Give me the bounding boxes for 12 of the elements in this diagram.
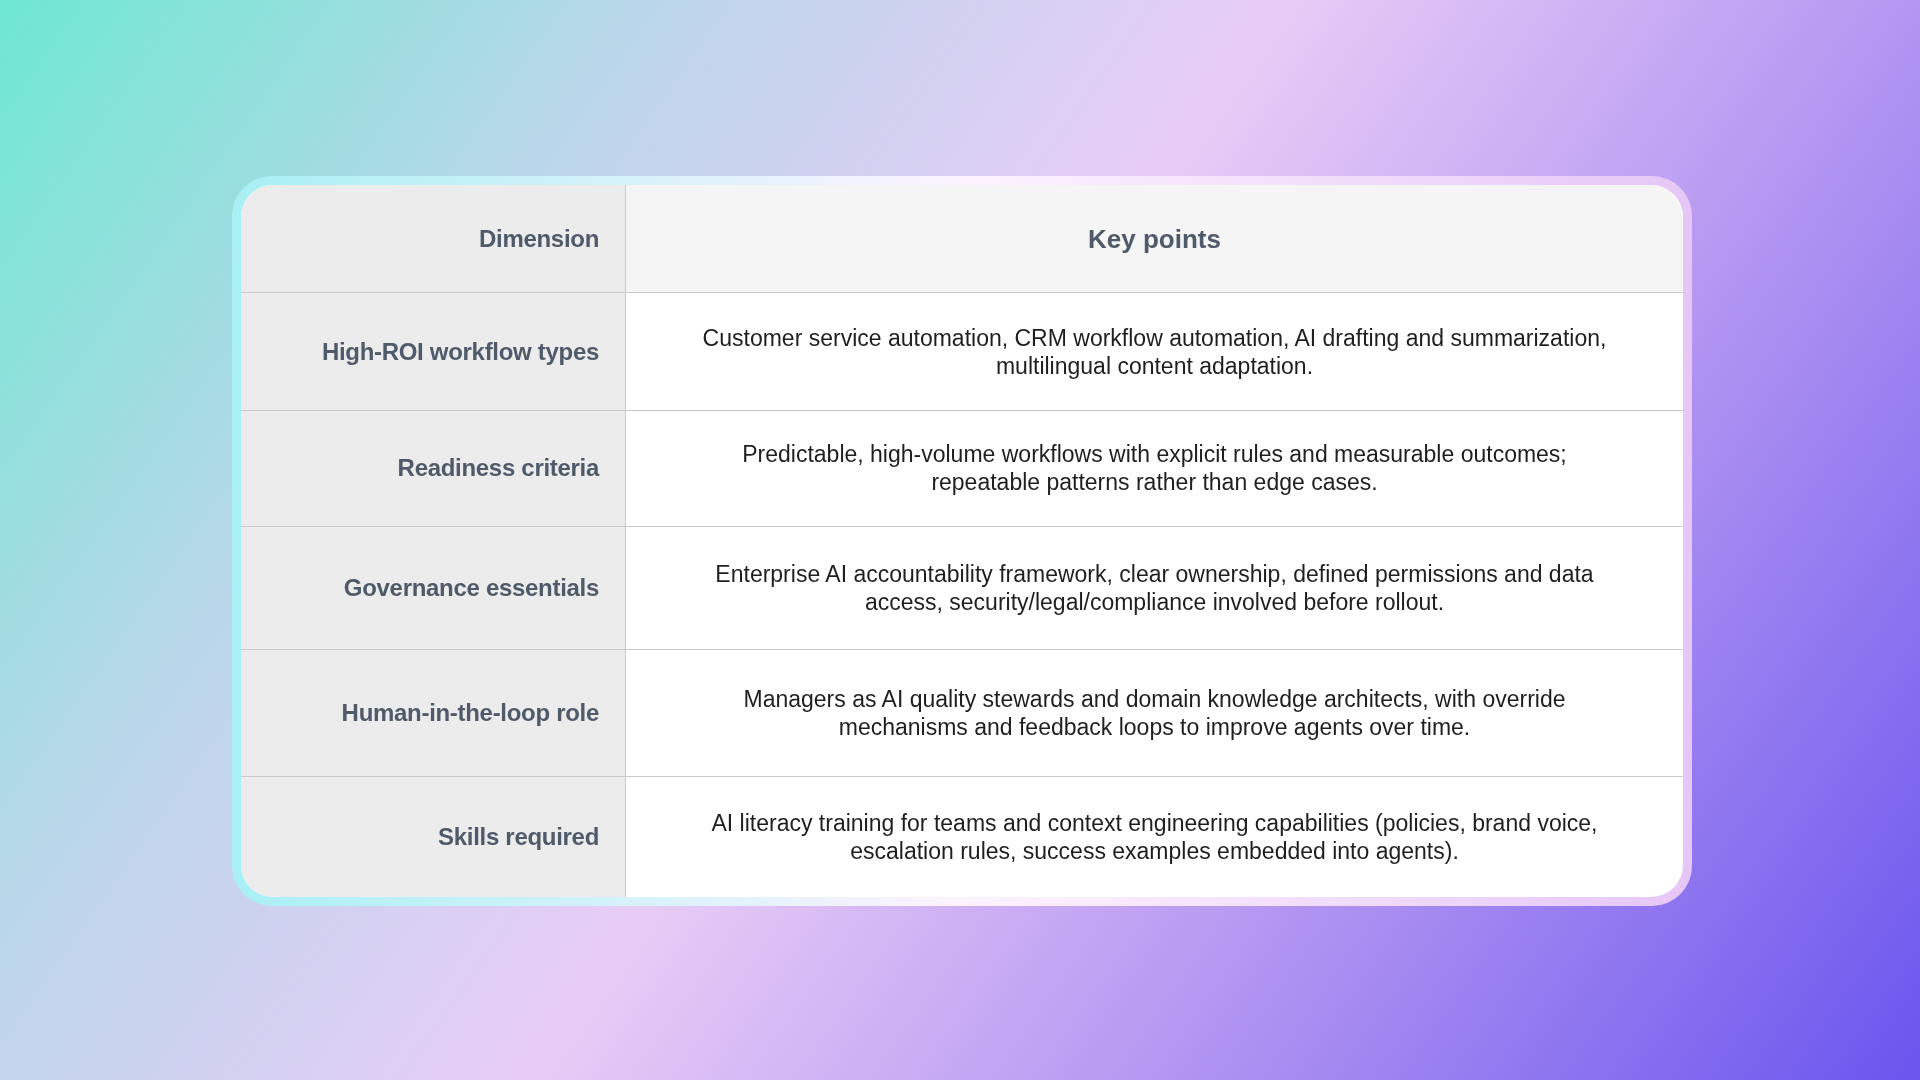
- column-header: Key points: [625, 185, 1683, 293]
- column-header: Dimension: [241, 185, 626, 293]
- table-text: Managers as AI quality stewards and domain knowledge architects, with override mechanisms and feedback loops to improve agents over time.: [625, 649, 1683, 777]
- row-header: Governance essentials: [241, 526, 626, 650]
- table-text: AI literacy training for teams and context engineering capabilities (policies, brand voice, escalation rules, success examples embedded into agents).: [625, 776, 1683, 897]
- row-header: Skills required: [241, 776, 626, 897]
- table-text: Predictable, high-volume workflows with explicit rules and measurable outcomes; repeatable patterns rather than edge cases.: [625, 410, 1683, 527]
- table-text: Enterprise AI accountability framework, clear ownership, defined permissions and data access, security/legal/compliance involved before rollout.: [625, 526, 1683, 650]
- row-header: High-ROI workflow types: [241, 292, 626, 411]
- table-text: Customer service automation, CRM workflow automation, AI drafting and summarization, multilingual content adaptation.: [625, 292, 1683, 411]
- row-header: Human-in-the-loop role: [241, 649, 626, 777]
- row-header: Readiness criteria: [241, 410, 626, 527]
